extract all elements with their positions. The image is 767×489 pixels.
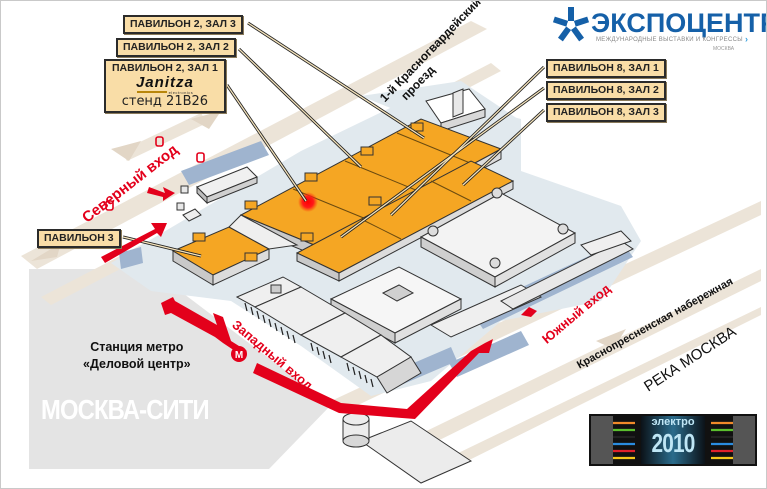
label-pavilion-2-hall-1-title: ПАВИЛЬОН 2, ЗАЛ 1	[112, 62, 218, 74]
janitza-logo-underline: electronics	[112, 90, 218, 95]
expocentre-logo-subtitle: МЕЖДУНАРОДНЫЕ ВЫСТАВКИ И КОНГРЕССЫ	[596, 37, 743, 43]
metro-station-label: Станция метро «Деловой центр»	[83, 339, 191, 373]
pavilion-3	[171, 226, 271, 286]
small-buildings	[176, 166, 258, 222]
janitza-logo: Janitza	[135, 74, 194, 91]
expocentre-logo-city: МОСКВА	[713, 46, 735, 52]
cylinder-structure	[342, 412, 473, 484]
electro-badge-year: 2010	[651, 428, 695, 458]
west-buildings	[235, 276, 422, 394]
pavilion-1	[419, 187, 577, 288]
electro-badge-text: электро 2010	[641, 416, 705, 458]
annex-building	[425, 88, 486, 132]
label-pavilion-3: ПАВИЛЬОН 3	[37, 229, 121, 248]
metro-icon: М	[231, 346, 247, 362]
label-pavilion-8-hall-2: ПАВИЛЬОН 8, ЗАЛ 2	[546, 81, 666, 100]
chevron-right-icon: ›	[745, 34, 748, 44]
entrance-markers	[105, 136, 205, 211]
central-pavilion	[329, 266, 463, 344]
metro-station-line-1: Станция метро	[90, 340, 184, 354]
janitza-logo-subtitle: electronics	[168, 89, 194, 95]
connector	[228, 214, 299, 250]
metro-station-line-2: «Деловой центр»	[83, 357, 191, 371]
label-pavilion-2-hall-1: ПАВИЛЬОН 2, ЗАЛ 1 Janitza electronics ст…	[104, 59, 226, 113]
svg-text:М: М	[235, 350, 243, 361]
wall-hatching	[244, 302, 374, 388]
label-pavilion-2-hall-3: ПАВИЛЬОН 2, ЗАЛ 3	[123, 15, 243, 34]
district-label: МОСКВА-СИТИ	[41, 394, 210, 425]
electro-2010-badge	[589, 414, 757, 466]
label-pavilion-8-hall-1: ПАВИЛЬОН 8, ЗАЛ 1	[546, 59, 666, 78]
expocentre-star-icon	[552, 7, 590, 42]
label-pavilion-8-hall-3: ПАВИЛЬОН 8, ЗАЛ 3	[546, 103, 666, 122]
stand-number: стенд 21В26	[121, 94, 209, 109]
label-pavilion-2-hall-2: ПАВИЛЬОН 2, ЗАЛ 2	[116, 38, 236, 57]
expocentre-logo-title: ЭКСПОЦЕНТР	[591, 8, 767, 38]
moscow-city-zone	[29, 269, 331, 469]
pavilion-8	[295, 160, 515, 282]
south-buildings	[429, 230, 634, 338]
electro-badge-title: электро	[651, 416, 695, 428]
entrance-routes	[101, 187, 537, 419]
